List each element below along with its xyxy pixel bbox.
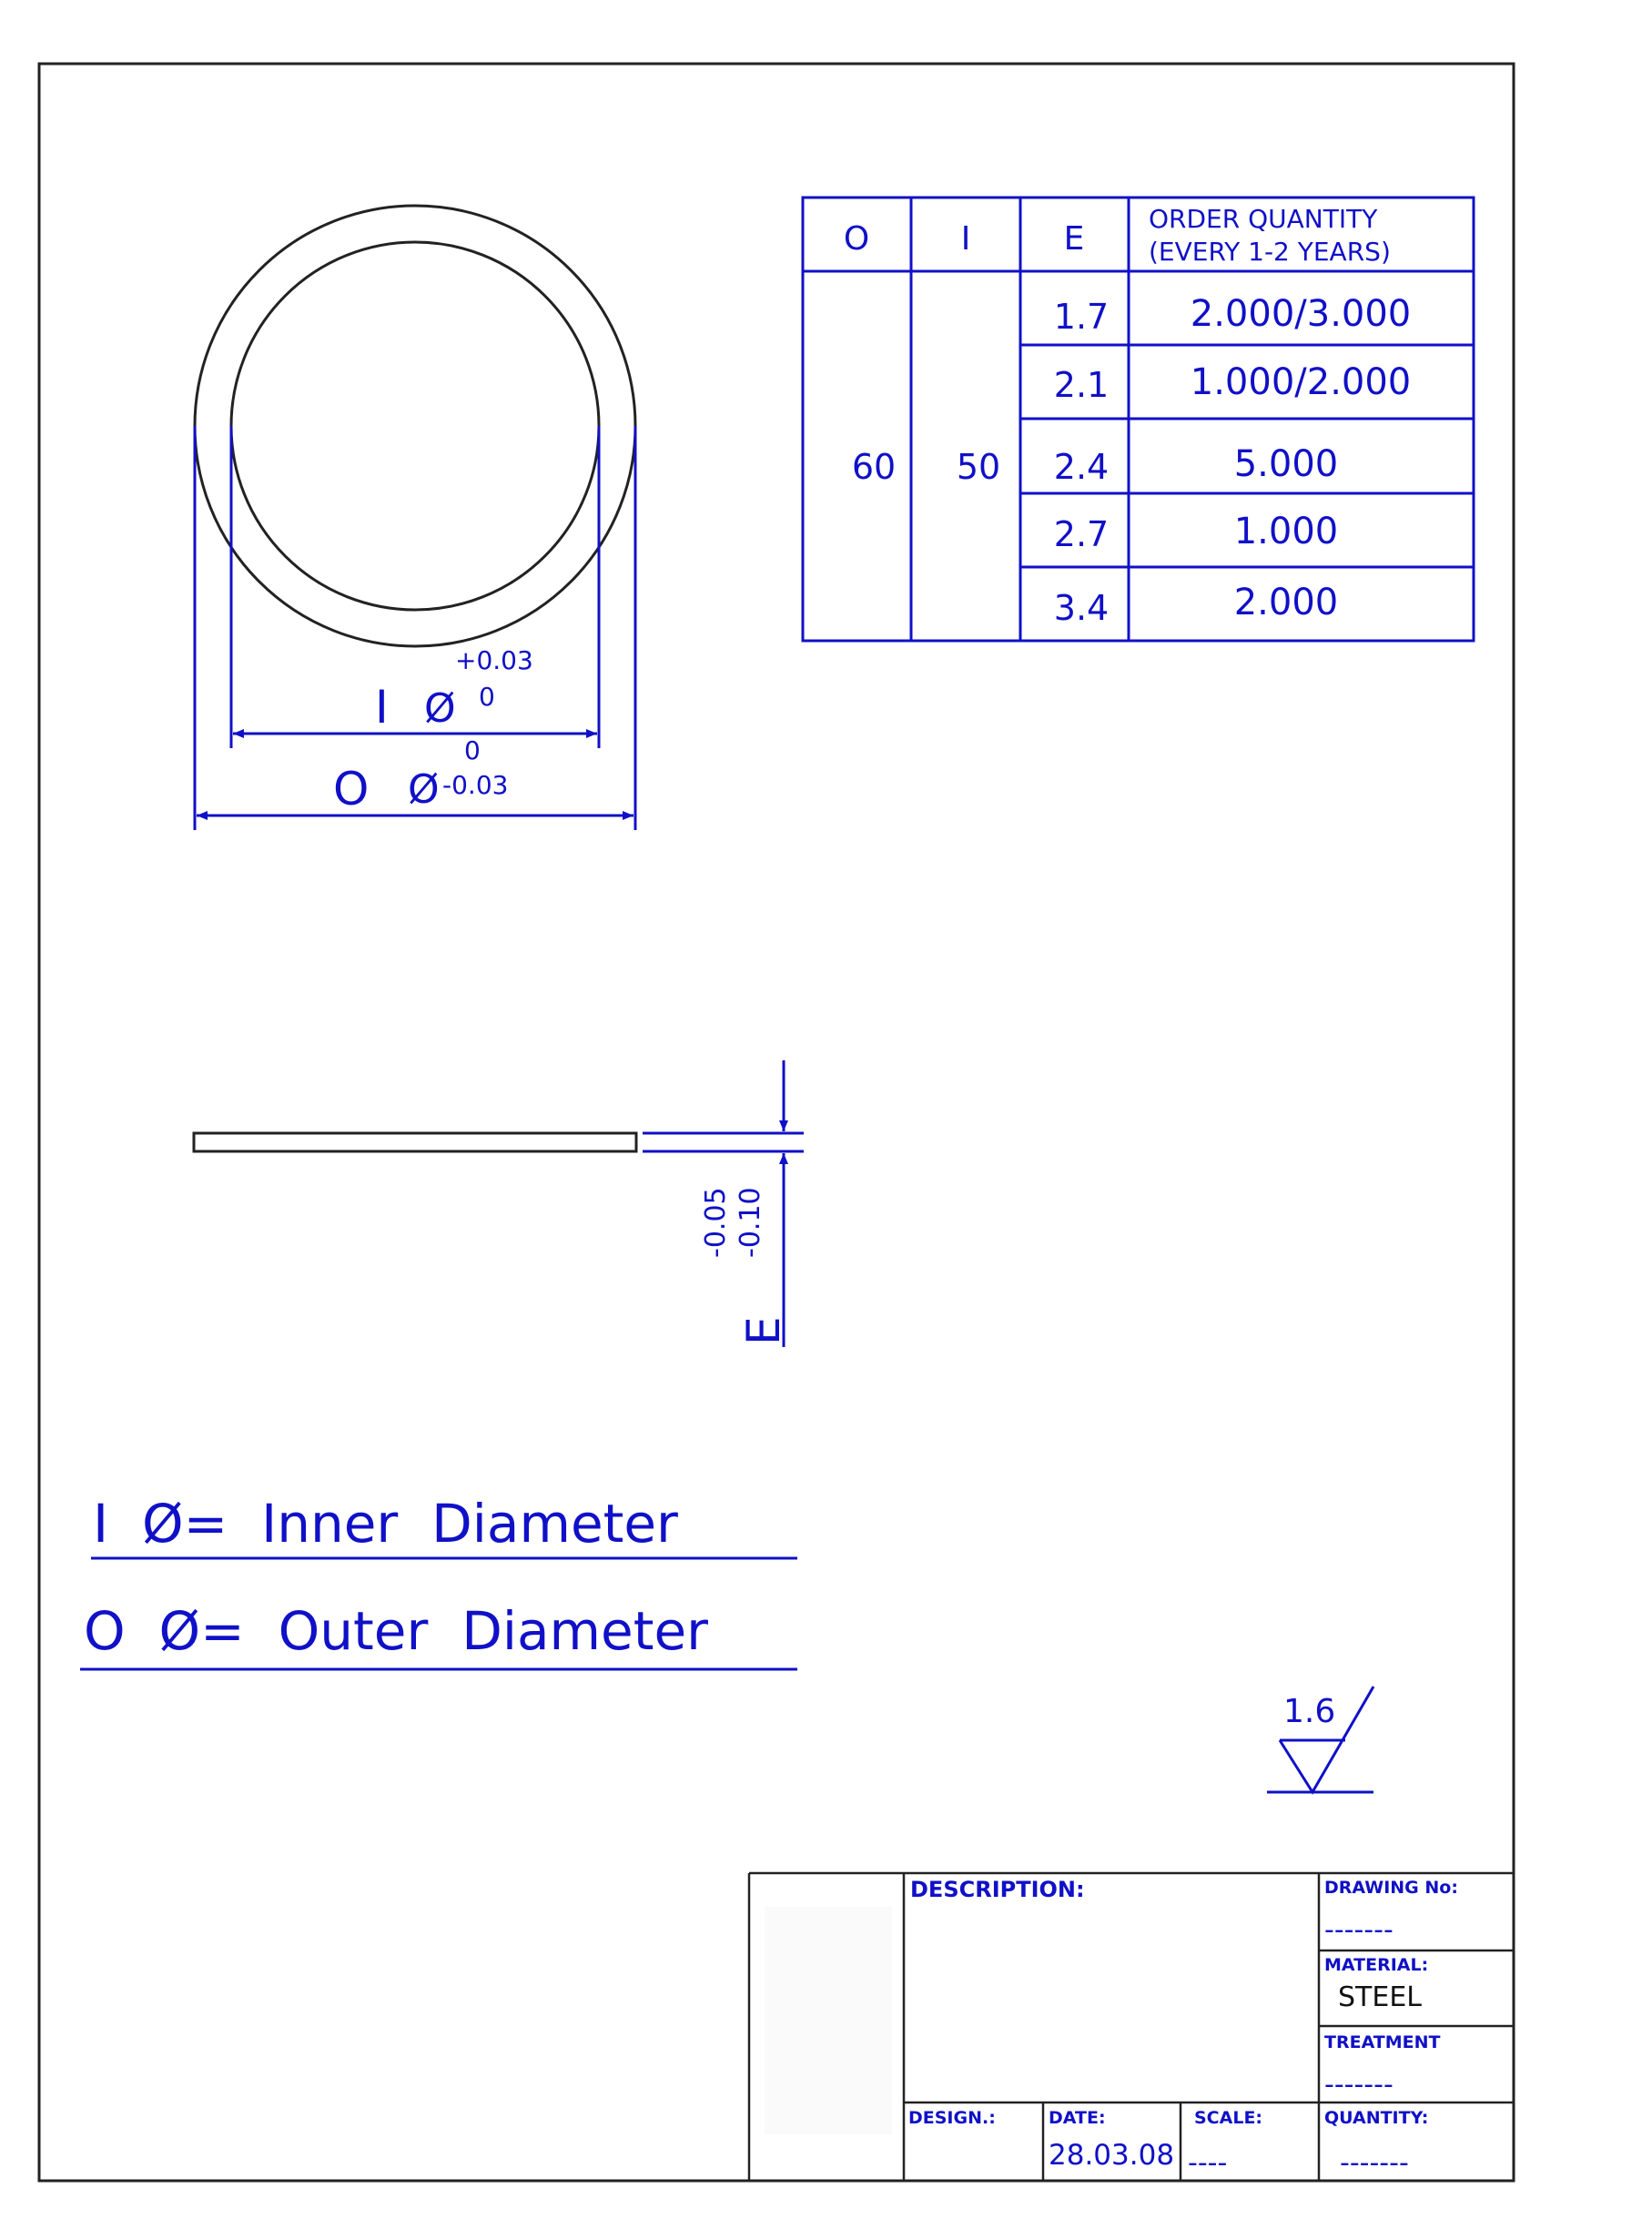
inner-circle	[229, 240, 601, 612]
table-row-qty: 1.000/2.000	[1191, 361, 1412, 403]
outer-tol-lower: -0.03	[442, 770, 508, 800]
table-header-e: E	[1064, 220, 1085, 258]
table-row-e: 3.4	[1054, 588, 1109, 628]
description-label: DESCRIPTION:	[910, 1877, 1085, 1902]
washer-side-view	[192, 1131, 638, 1153]
order-table	[801, 196, 1475, 643]
table-row-e: 2.1	[1054, 365, 1109, 405]
table-row-e: 1.7	[1054, 297, 1109, 337]
treatment-label: TREATMENT	[1324, 2032, 1441, 2052]
material-value: STEEL	[1338, 1981, 1422, 2013]
inner-tol-lower: 0	[479, 682, 495, 712]
table-header-i: I	[961, 220, 971, 258]
thickness-tol-upper: -0.05	[700, 1187, 732, 1258]
table-outer-value: 60	[852, 447, 896, 487]
outer-diameter-label: O	[333, 763, 369, 816]
legend-inner-diameter: I Ø= Inner Diameter	[93, 1493, 678, 1555]
thickness-annotation: -0.05 -0.10 E	[700, 1187, 790, 1345]
table-row-qty: 1.000	[1234, 511, 1339, 552]
thickness-extension-lines	[643, 1131, 804, 1153]
table-row-e: 2.7	[1054, 514, 1109, 554]
scale-value: ----	[1188, 2147, 1227, 2179]
drawing-no-value: -------	[1324, 1914, 1394, 1946]
outer-circle	[193, 204, 637, 648]
logo-watermark	[765, 1907, 892, 2134]
date-value: 28.03.08	[1049, 2139, 1174, 2172]
table-header-order-quantity: ORDER QUANTITY	[1149, 204, 1378, 234]
drawing-frame	[37, 62, 1515, 2183]
order-table-text: O I E ORDER QUANTITY (EVERY 1-2 YEARS) 6…	[844, 204, 1411, 628]
diameter-symbol: Ø	[408, 766, 440, 813]
design-label: DESIGN.:	[908, 2108, 996, 2128]
table-row-e: 2.4	[1054, 447, 1109, 487]
surface-finish-value: 1.6	[1283, 1693, 1335, 1730]
date-label: DATE:	[1049, 2108, 1106, 2128]
thickness-tol-lower: -0.10	[735, 1187, 766, 1258]
outer-diameter-annotation: O Ø 0 -0.03	[333, 735, 508, 816]
table-row-qty: 5.000	[1234, 443, 1339, 485]
extension-lines	[193, 426, 637, 830]
drawing-no-label: DRAWING No:	[1324, 1878, 1458, 1898]
surface-finish-symbol: 1.6	[1267, 1686, 1375, 1795]
washer-front-view	[193, 204, 637, 648]
diameter-symbol: Ø	[424, 685, 456, 732]
inner-tol-upper: +0.03	[455, 645, 533, 675]
inner-diameter-label: I	[375, 681, 389, 734]
table-row-qty: 2.000/3.000	[1191, 293, 1412, 335]
title-block-text: DESCRIPTION: DRAWING No: ------- MATERIA…	[908, 1877, 1458, 2179]
legend-outer-diameter: O Ø= Outer Diameter	[84, 1600, 708, 1662]
inner-diameter-annotation: I Ø +0.03 0	[375, 645, 533, 734]
scale-label: SCALE:	[1194, 2108, 1262, 2128]
table-row-qty: 2.000	[1234, 582, 1339, 623]
outer-tol-upper: 0	[464, 735, 481, 765]
material-label: MATERIAL:	[1324, 1955, 1428, 1975]
table-inner-value: 50	[957, 447, 1000, 487]
title-block	[747, 1871, 1514, 2181]
treatment-value: -------	[1324, 2069, 1394, 2101]
table-header-frequency: (EVERY 1-2 YEARS)	[1149, 237, 1391, 267]
thickness-label: E	[737, 1316, 790, 1345]
legend: I Ø= Inner Diameter O Ø= Outer Diameter	[80, 1493, 797, 1671]
quantity-value: -------	[1340, 2147, 1409, 2179]
table-header-o: O	[844, 220, 869, 258]
quantity-label: QUANTITY:	[1324, 2108, 1428, 2128]
